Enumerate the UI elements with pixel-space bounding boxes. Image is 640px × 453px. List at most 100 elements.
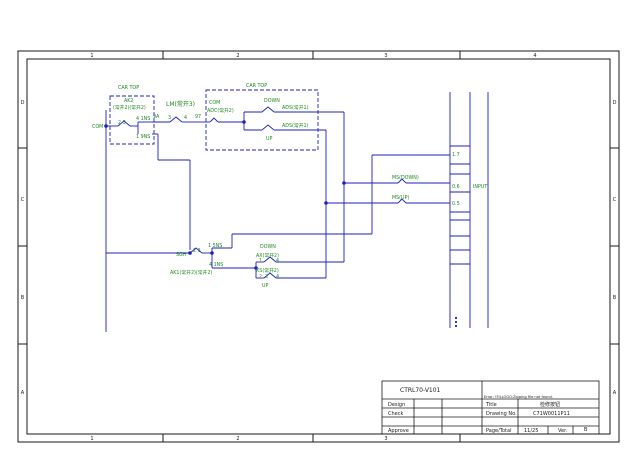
drawing-code: CTRL70-V101: [400, 387, 441, 394]
row-label-right: A: [613, 390, 617, 396]
car-top-box-left: [109, 95, 155, 145]
ellipsis-dot: [454, 320, 458, 324]
car-top-label: CAR TOP: [118, 85, 139, 91]
input-label: INPUT: [473, 184, 487, 190]
sgh-label: SGH: [176, 252, 187, 258]
ms-down-contact: [397, 178, 407, 184]
title-label: Title: [485, 402, 497, 408]
direction-label: UP: [266, 136, 273, 142]
sgh-switch: [189, 247, 203, 254]
pin-label: 4 1NS: [136, 116, 150, 122]
title-value: 检修按钮: [540, 401, 560, 408]
design-label: Design: [388, 402, 405, 408]
car-top-box-right: [205, 89, 319, 151]
ms-label: MS(DOWN): [392, 175, 419, 181]
lm-switch: [169, 116, 183, 123]
up-contact-low: [263, 272, 277, 279]
xs-label: XS(常开2): [256, 267, 279, 274]
column-labels: 1 2 3 4 1 2 3: [90, 53, 536, 442]
pin-label: 9A: [153, 114, 160, 120]
direction-label: DOWN: [264, 98, 280, 104]
row-label-left: B: [21, 295, 25, 301]
row-labels: D C B A D C B A: [21, 100, 617, 396]
pin-label: 3: [265, 274, 268, 280]
direction-label: DOWN: [260, 244, 276, 250]
row-label-right: C: [613, 197, 617, 203]
row-label-right: D: [613, 100, 617, 106]
pin-label: 4: [184, 115, 187, 121]
ms-label: MS(UP): [392, 195, 409, 201]
page-total-value: 11/25: [524, 428, 538, 434]
inner-border: [26, 58, 611, 435]
wiring: [105, 89, 489, 332]
down-contact-low: [263, 256, 277, 263]
check-label: Check: [388, 411, 403, 417]
outer-border: [17, 50, 620, 443]
pin-label: 1: [259, 258, 262, 264]
input-pin-label: 1.7: [452, 152, 460, 158]
junctions: [104, 120, 458, 328]
drawing-no-label: Drawing No.: [486, 411, 517, 417]
up-contact-top: [261, 124, 275, 131]
ellipsis-dot: [454, 324, 458, 328]
title-block-border: [381, 380, 600, 435]
pin-label: 2: [259, 274, 262, 280]
page-total-label: Page/Total: [486, 428, 511, 434]
logo-error: Error: !FILLOGO:Zipping file not found.: [484, 395, 553, 399]
ak2-contact: [117, 120, 131, 127]
input-pin-label: 0.5: [452, 201, 460, 207]
col-label-bottom: 1: [90, 436, 93, 442]
col-label-top: 3: [384, 53, 387, 59]
drawing-frame: [17, 50, 620, 443]
version-value: B: [584, 427, 588, 433]
adc-label: ADC(常开2): [207, 107, 234, 114]
pin-label: 4: [276, 274, 279, 280]
ax-label: AX(常开2): [256, 252, 279, 259]
row-label-left: A: [21, 390, 25, 396]
junction-dot: [210, 251, 214, 255]
junction-dot: [324, 201, 328, 205]
adc-contact: [209, 117, 219, 123]
drawing-no-value: C71W0011P11: [533, 411, 570, 417]
col-label-top: 1: [90, 53, 93, 59]
col-label-bottom: 3: [384, 436, 387, 442]
ellipsis-dot: [454, 316, 458, 320]
pin-label: 2 3: [118, 120, 126, 126]
row-label-left: D: [21, 100, 25, 106]
row-label-right: B: [613, 295, 617, 301]
col-label-bottom: 2: [236, 436, 239, 442]
ms-up-contact: [397, 198, 407, 204]
ads-label: ADS(常开1): [282, 104, 309, 111]
ads-label: ADS(常开1): [282, 122, 309, 129]
car-top-label: CAR TOP: [246, 83, 267, 89]
approve-label: Approve: [388, 428, 409, 434]
pin-label: 4: [276, 258, 279, 264]
title-block-text: CTRL70-V101 Error: !FILLOGO:Zipping file…: [388, 387, 588, 434]
lm-label: LM(常开3): [166, 100, 195, 108]
direction-label: UP: [262, 283, 269, 289]
col-label-top: 2: [236, 53, 239, 59]
title-block: [381, 380, 600, 435]
version-label: Ver.: [558, 428, 568, 434]
junction-dot: [254, 266, 258, 270]
junction-dot: [104, 124, 108, 128]
pin-label: 1 5NS: [208, 243, 222, 249]
pin-label: 4 1NS: [209, 262, 223, 268]
row-label-left: C: [21, 197, 25, 203]
ak1-label: AK1(常开2)(常开2): [170, 269, 212, 276]
junction-dot: [242, 120, 246, 124]
component-labels: CAR TOP CAR TOP COM AK2 (常开2)(常开2) 4 1NS…: [92, 83, 487, 289]
col-label-top: 4: [533, 53, 536, 59]
ak2-desc: (常开2)(常开2): [113, 104, 146, 111]
com-label: COM: [209, 100, 220, 106]
pin-label: 3: [168, 115, 171, 121]
ak2-label: AK2: [124, 98, 133, 104]
junction-dot: [342, 181, 346, 185]
pin-label: 1 9NS: [136, 134, 150, 140]
input-pin-label: 0.6: [452, 184, 460, 190]
com-label: COM: [92, 124, 103, 130]
down-contact-top: [261, 106, 275, 113]
pin-label: 2 3: [193, 248, 201, 254]
pin-label: 97: [195, 114, 201, 120]
